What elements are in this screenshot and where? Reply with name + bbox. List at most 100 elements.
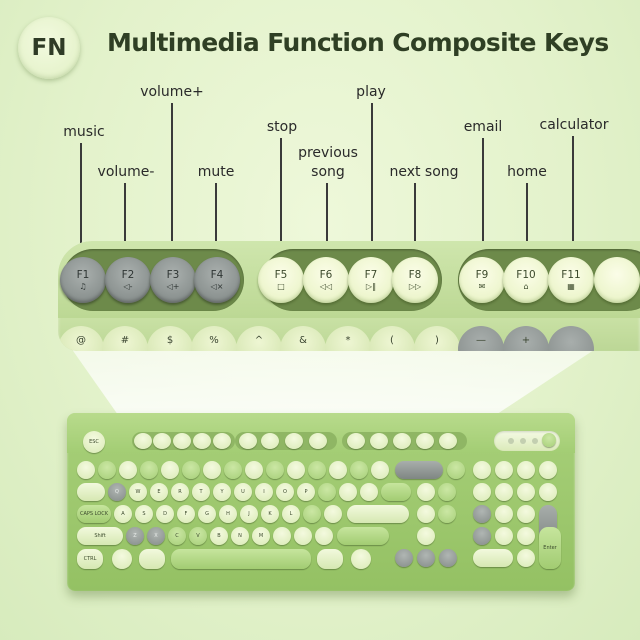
left-shift-key[interactable]: Shift bbox=[77, 527, 123, 545]
mini-fkey[interactable] bbox=[213, 433, 231, 449]
key-f5[interactable]: F5□ bbox=[258, 257, 304, 303]
key[interactable] bbox=[203, 461, 221, 479]
mini-fkey[interactable] bbox=[416, 433, 434, 449]
key[interactable] bbox=[447, 461, 465, 479]
backspace-key[interactable] bbox=[395, 461, 443, 479]
arrow-down-key[interactable] bbox=[417, 549, 435, 567]
key[interactable] bbox=[273, 527, 291, 545]
numpad-key[interactable] bbox=[495, 483, 513, 501]
number-row-key[interactable]: & bbox=[280, 326, 326, 351]
key[interactable] bbox=[417, 483, 435, 501]
fn-key[interactable] bbox=[351, 549, 371, 569]
key-i[interactable]: I bbox=[255, 483, 273, 501]
arrow-right-key[interactable] bbox=[439, 549, 457, 567]
key-q[interactable]: Q bbox=[108, 483, 126, 501]
key-f12-partial[interactable] bbox=[594, 257, 640, 303]
mini-fkey[interactable] bbox=[347, 433, 365, 449]
key-y[interactable]: Y bbox=[213, 483, 231, 501]
tab-key[interactable] bbox=[77, 483, 105, 501]
mini-fkey[interactable] bbox=[370, 433, 388, 449]
key[interactable] bbox=[315, 527, 333, 545]
key-n[interactable]: N bbox=[231, 527, 249, 545]
key-v[interactable]: V bbox=[189, 527, 207, 545]
key[interactable] bbox=[324, 505, 342, 523]
arrow-up-key[interactable] bbox=[417, 527, 435, 545]
key[interactable] bbox=[266, 461, 284, 479]
number-row-key[interactable]: — bbox=[458, 326, 504, 351]
key-s[interactable]: S bbox=[135, 505, 153, 523]
key-e[interactable]: E bbox=[150, 483, 168, 501]
win-key[interactable] bbox=[112, 549, 132, 569]
key-f10[interactable]: F10⌂ bbox=[503, 257, 549, 303]
round-knob[interactable] bbox=[542, 433, 556, 447]
mini-fkey[interactable] bbox=[239, 433, 257, 449]
key-u[interactable]: U bbox=[234, 483, 252, 501]
numpad-key[interactable] bbox=[495, 527, 513, 545]
key[interactable] bbox=[77, 461, 95, 479]
numpad-key[interactable] bbox=[517, 527, 535, 545]
mini-fkey[interactable] bbox=[261, 433, 279, 449]
key-f8[interactable]: F8▷▷ bbox=[392, 257, 438, 303]
key[interactable] bbox=[350, 461, 368, 479]
numpad-key[interactable] bbox=[517, 483, 535, 501]
ctrl-key[interactable]: CTRL bbox=[77, 549, 103, 569]
key-f1[interactable]: F1♫ bbox=[60, 257, 106, 303]
mini-fkey[interactable] bbox=[439, 433, 457, 449]
key-m[interactable]: M bbox=[252, 527, 270, 545]
mini-fkey[interactable] bbox=[193, 433, 211, 449]
number-row-key[interactable]: ) bbox=[414, 326, 460, 351]
numpad-key[interactable] bbox=[473, 505, 491, 523]
backslash-key[interactable] bbox=[381, 483, 411, 501]
numpad-key[interactable] bbox=[539, 483, 557, 501]
numpad-key[interactable] bbox=[517, 461, 535, 479]
key[interactable] bbox=[308, 461, 326, 479]
key-h[interactable]: H bbox=[219, 505, 237, 523]
key-d[interactable]: D bbox=[156, 505, 174, 523]
numpad-key[interactable] bbox=[517, 549, 535, 567]
right-shift-key[interactable] bbox=[337, 527, 389, 545]
numpad-key[interactable] bbox=[473, 461, 491, 479]
key[interactable] bbox=[318, 483, 336, 501]
numpad-zero-key[interactable] bbox=[473, 549, 513, 567]
mini-fkey[interactable] bbox=[285, 433, 303, 449]
mini-fkey[interactable] bbox=[173, 433, 191, 449]
key[interactable] bbox=[287, 461, 305, 479]
key-o[interactable]: O bbox=[276, 483, 294, 501]
key-r[interactable]: R bbox=[171, 483, 189, 501]
key[interactable] bbox=[245, 461, 263, 479]
arrow-left-key[interactable] bbox=[395, 549, 413, 567]
number-row-key[interactable]: $ bbox=[147, 326, 193, 351]
key-t[interactable]: T bbox=[192, 483, 210, 501]
numpad-key[interactable] bbox=[495, 505, 513, 523]
key-f[interactable]: F bbox=[177, 505, 195, 523]
number-row-key[interactable]: ( bbox=[369, 326, 415, 351]
key-f6[interactable]: F6◁◁ bbox=[303, 257, 349, 303]
key-f2[interactable]: F2◁- bbox=[105, 257, 151, 303]
key-x[interactable]: X bbox=[147, 527, 165, 545]
key[interactable] bbox=[438, 505, 456, 523]
numpad-key[interactable] bbox=[539, 461, 557, 479]
key[interactable] bbox=[182, 461, 200, 479]
key[interactable] bbox=[294, 527, 312, 545]
key-a[interactable]: A bbox=[114, 505, 132, 523]
key-f3[interactable]: F3◁+ bbox=[150, 257, 196, 303]
key[interactable] bbox=[339, 483, 357, 501]
key-k[interactable]: K bbox=[261, 505, 279, 523]
key-z[interactable]: Z bbox=[126, 527, 144, 545]
key-f9[interactable]: F9✉ bbox=[459, 257, 505, 303]
key[interactable] bbox=[438, 483, 456, 501]
numpad-key[interactable] bbox=[473, 527, 491, 545]
numpad-enter-key[interactable]: Enter bbox=[539, 527, 561, 569]
number-row-key[interactable]: % bbox=[191, 326, 237, 351]
number-row-key[interactable]: @ bbox=[58, 326, 104, 351]
key[interactable] bbox=[98, 461, 116, 479]
key[interactable] bbox=[161, 461, 179, 479]
mini-fkey[interactable] bbox=[309, 433, 327, 449]
number-row-key[interactable]: ^ bbox=[236, 326, 282, 351]
key[interactable] bbox=[303, 505, 321, 523]
key[interactable] bbox=[371, 461, 389, 479]
key[interactable] bbox=[360, 483, 378, 501]
esc-key[interactable]: ESC bbox=[83, 431, 105, 453]
key-j[interactable]: J bbox=[240, 505, 258, 523]
numpad-key[interactable] bbox=[495, 461, 513, 479]
